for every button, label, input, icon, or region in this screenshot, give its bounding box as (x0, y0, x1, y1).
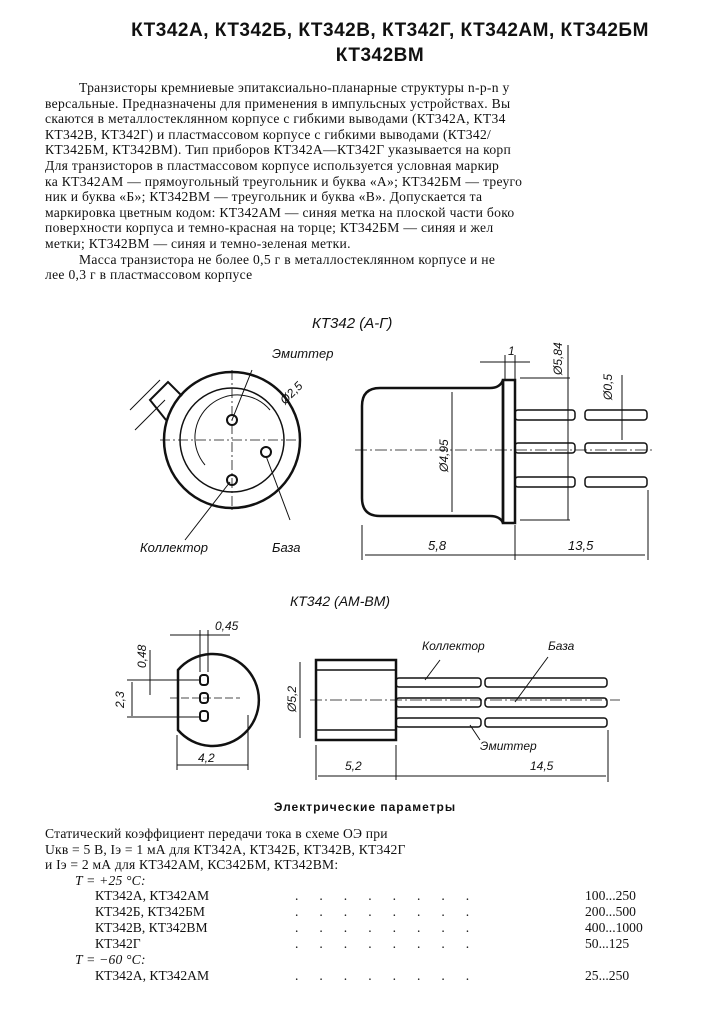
dim-body-dia: Ø5,2 (285, 686, 299, 713)
metal-side-view: Ø4,95 Ø5,84 Ø0,5 1 5,8 13,5 (355, 342, 655, 560)
plastic-caption: КТ342 (АМ-ВМ) (290, 593, 390, 609)
mass-line: лее 0,3 г в пластмассовом корпусе (45, 267, 253, 283)
param-value: 100...250 (585, 888, 636, 903)
metal-package-drawing: КТ342 (А-Г) Эмиттер Коллектор База Ø2,5 (129, 315, 655, 560)
device-names: КТ342Г (95, 936, 141, 951)
plastic-side-view: Ø5,2 5,2 14,5 Коллектор База Эмиттер (285, 639, 620, 782)
dim-body-dia: Ø4,95 (437, 439, 451, 473)
emitter-label: Эмиттер (480, 739, 537, 753)
dim-pin-circle: Ø2,5 (277, 379, 306, 408)
text-line: ка КТ342АМ — прямоугольный треугольник и… (45, 173, 523, 189)
dim-lead-len: 14,5 (530, 759, 554, 773)
param-value: 200...500 (585, 904, 636, 919)
leader-dots: ........ (295, 888, 491, 903)
description: Транзисторы кремниевые эпитаксиально-пла… (45, 80, 720, 283)
param-row: КТ342А, КТ342АМ........ 100...250 (45, 888, 705, 904)
collector-label: Коллектор (140, 540, 208, 555)
text-line: версальные. Предназначены для применения… (45, 95, 511, 111)
emitter-label: Эмиттер (272, 346, 333, 361)
param-description: Uкв = 5 В, Iэ = 1 мА для КТ342А, КТ342Б,… (45, 841, 406, 857)
dim-body-len: 5,8 (428, 538, 447, 553)
device-names: КТ342В, КТ342ВМ (95, 920, 208, 935)
text-line: КТ342В, КТ342Г) и пластмассовом корпусе … (45, 126, 492, 142)
page-title: КТ342А, КТ342Б, КТ342В, КТ342Г, КТ342АМ,… (131, 20, 649, 41)
param-row: КТ342Г........ 50...125 (45, 936, 705, 952)
param-row: КТ342В, КТ342ВМ........ 400...1000 (45, 920, 705, 936)
metal-top-view: Эмиттер Коллектор База Ø2,5 (129, 346, 333, 555)
text-line: КТ342БМ, КТ342ВМ). Тип приборов КТ342А—К… (45, 142, 512, 158)
base-label: База (548, 639, 575, 653)
dim-lead-len: 13,5 (568, 538, 594, 553)
text-line: скаются в металлостеклянном корпусе с ги… (45, 111, 506, 127)
dim-lead-t: 0,48 (135, 644, 149, 668)
leader-dots: ........ (295, 967, 491, 983)
leader-dots: ........ (295, 904, 491, 919)
electrical-parameters: Электрические параметры Статический коэф… (45, 800, 705, 984)
collector-label: Коллектор (422, 639, 485, 653)
text-line: поверхности корпуса и темно-красная на т… (45, 220, 494, 236)
param-row: КТ342Б, КТ342БМ........ 200...500 (45, 904, 705, 920)
text-line: Транзисторы кремниевые эпитаксиально-пла… (79, 80, 510, 95)
dim-body-len: 5,2 (345, 759, 362, 773)
temperature-heading: T = +25 °C: (75, 872, 146, 888)
dim-width: 4,2 (198, 751, 215, 765)
plastic-package-drawing: КТ342 (АМ-ВМ) 0,45 0,48 2,3 4,2 Ø5,2 5 (113, 593, 620, 782)
leader-dots: ........ (295, 920, 491, 935)
dim-flange-thk: 1 (508, 344, 515, 358)
leader-dots: ........ (295, 936, 491, 951)
param-value: 400...1000 (585, 920, 643, 935)
param-description: Статический коэффициент передачи тока в … (45, 826, 388, 841)
dim-lead-dia: Ø0,5 (601, 374, 615, 401)
section-title: Электрические параметры (273, 800, 457, 814)
page-title-continued: КТ342ВМ (335, 45, 425, 66)
dim-pitch: 2,3 (113, 691, 127, 709)
plastic-top-view: 0,45 0,48 2,3 4,2 (113, 619, 261, 770)
temperature-heading: T = −60 °C: (75, 952, 146, 967)
param-row: КТ342А, КТ342АМ........ 25...250 (45, 968, 705, 984)
param-value: 25...250 (585, 967, 630, 983)
text-line: маркировка цветным кодом: КТ342АМ — синя… (45, 204, 515, 220)
text-line: ник и буква «Б»; КТ342ВМ — треугольник и… (45, 189, 483, 205)
device-names: КТ342А, КТ342АМ (95, 967, 210, 983)
device-names: КТ342А, КТ342АМ (95, 888, 210, 903)
device-names: КТ342Б, КТ342БМ (95, 904, 206, 919)
base-label: База (272, 540, 301, 555)
dim-lead-w: 0,45 (215, 619, 239, 633)
text-line: метки; КТ342ВМ — синяя и темно-зеленая м… (45, 235, 351, 251)
mass-line: Масса транзистора не более 0,5 г в метал… (79, 251, 496, 267)
param-value: 50...125 (585, 936, 630, 951)
dim-flange-dia: Ø5,84 (551, 342, 565, 376)
text-line: Для транзисторов в пластмассовом корпусе… (45, 157, 500, 173)
metal-caption: КТ342 (А-Г) (312, 315, 392, 332)
param-description: и Iэ = 2 мА для КТ342АМ, КС342БМ, КТ342В… (45, 857, 339, 872)
